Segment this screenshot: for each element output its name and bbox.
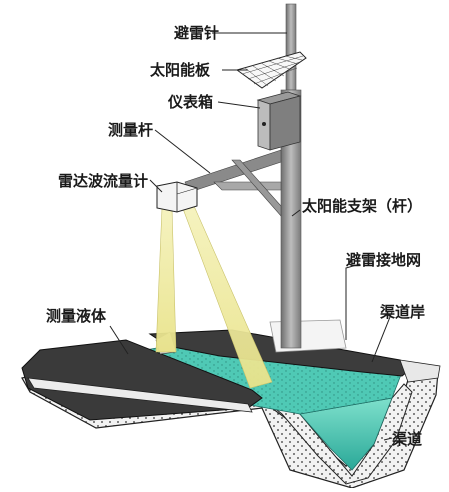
channel-inner-wall (261, 383, 413, 485)
label-solar-bracket: 太阳能支架（杆） (302, 197, 422, 215)
label-measured-liquid: 测量液体 (46, 307, 107, 325)
label-channel-bank: 渠道岸 (380, 303, 425, 321)
leader-channel (383, 437, 393, 441)
lightning-rod-upper (285, 3, 297, 91)
label-lightning-rod: 避雷针 (174, 24, 219, 42)
label-radar-flowmeter: 雷达波流量计 (58, 172, 148, 190)
leader-measured-liquid (109, 325, 129, 355)
radar-flowmeter-head (156, 181, 198, 213)
labels: 避雷针 太阳能板 仪表箱 测量杆 雷达波流量计 太阳能支架（杆） 避雷接地网 渠… (46, 24, 425, 448)
solar-bracket-pole (280, 89, 302, 349)
radar-beam-left (155, 207, 177, 353)
channel-structure (21, 329, 441, 489)
channel-near-bank-side (27, 377, 253, 413)
leader-lines (109, 32, 393, 441)
leader-radar-flowmeter (149, 179, 163, 193)
label-channel: 渠道 (392, 430, 422, 448)
measuring-arm (184, 149, 282, 217)
leader-solar-bracket (291, 209, 301, 217)
label-measuring-arm: 测量杆 (108, 121, 153, 139)
main-pole (280, 3, 302, 349)
leader-instrument-box (217, 101, 261, 109)
channel-right-cap (399, 359, 441, 383)
leader-measuring-arm (154, 129, 211, 174)
instrument-box (256, 91, 302, 151)
leader-channel-bank (371, 311, 393, 363)
label-instrument-box: 仪表箱 (167, 93, 213, 111)
leader-lightning-ground (345, 263, 361, 340)
label-lightning-ground: 避雷接地网 (346, 251, 421, 269)
solar-panel (235, 51, 307, 89)
label-solar-panel: 太阳能板 (150, 61, 211, 79)
